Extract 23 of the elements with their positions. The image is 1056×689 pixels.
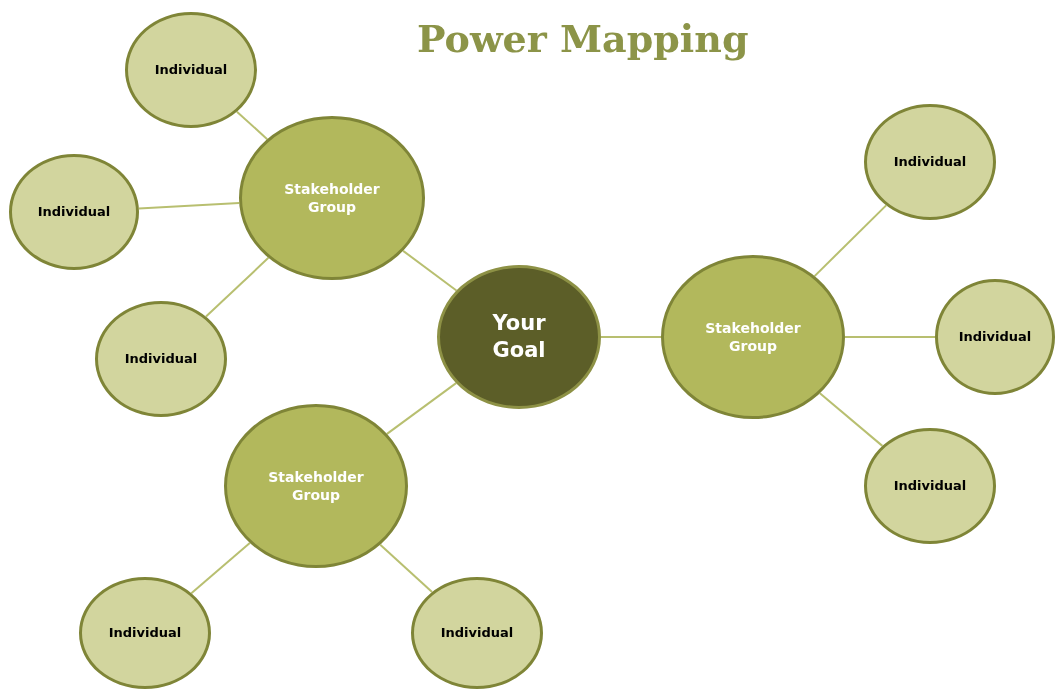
node-label: Individual xyxy=(958,328,1032,346)
node-label: Individual xyxy=(440,624,514,642)
connector-line xyxy=(235,110,269,141)
node-label: Your Goal xyxy=(491,309,547,364)
node-label: Individual xyxy=(37,203,111,221)
connector-line xyxy=(386,382,458,435)
node-label: Stakeholder Group xyxy=(704,318,802,356)
node-label: Individual xyxy=(154,61,228,79)
connector-line xyxy=(190,541,251,595)
connector-line xyxy=(813,204,888,278)
node-label: Stakeholder Group xyxy=(267,467,365,505)
node-label: Individual xyxy=(124,350,198,368)
node-label: Individual xyxy=(108,624,182,642)
node-label: Individual xyxy=(893,477,967,495)
connector-line xyxy=(402,249,458,292)
node-label: Individual xyxy=(893,153,967,171)
title: Power Mapping xyxy=(417,16,749,61)
node-label: Stakeholder Group xyxy=(283,179,381,217)
connector-line xyxy=(600,336,662,338)
connector-line xyxy=(844,336,936,338)
connector-line xyxy=(818,392,884,447)
connector-line xyxy=(137,202,241,210)
connector-line xyxy=(205,256,270,318)
